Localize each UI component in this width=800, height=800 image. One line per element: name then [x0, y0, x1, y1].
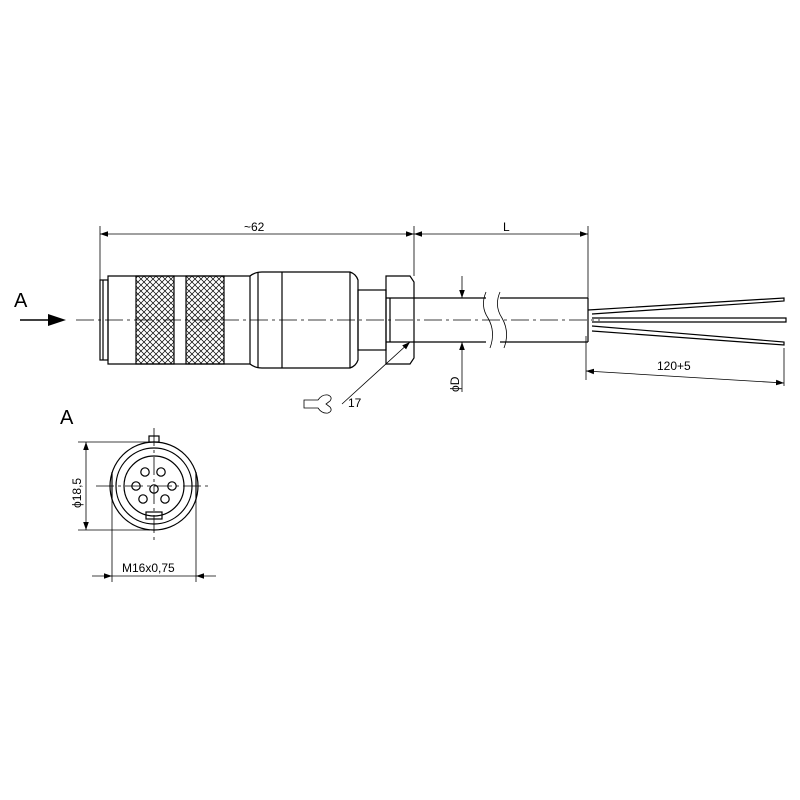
- wire-strip-label: 120+5: [657, 359, 691, 373]
- dimension-wire-strip: 120+5: [585, 336, 785, 386]
- view-arrow: A: [14, 290, 66, 326]
- dimension-thread: M16x0,75: [92, 500, 216, 582]
- wires: [587, 297, 787, 346]
- wrench-callout: 17: [303, 341, 411, 414]
- cable-diameter-label: ϕD: [448, 376, 462, 392]
- cable-length-label: L: [503, 220, 510, 234]
- wrench-icon: [303, 394, 332, 414]
- front-view-label: A: [60, 407, 74, 429]
- dimension-face-diameter: ϕ18,5: [70, 441, 150, 531]
- dimension-overall-length: ~62: [99, 220, 415, 280]
- view-arrow-label: A: [14, 290, 28, 312]
- cable: [414, 291, 589, 349]
- front-view: A: [60, 407, 212, 540]
- overall-length-label: ~62: [244, 220, 265, 234]
- face-diameter-label: ϕ18,5: [70, 478, 84, 508]
- dimension-cable-length: L: [414, 220, 589, 298]
- wrench-size-label: 17: [348, 396, 362, 410]
- dimension-cable-diameter: ϕD: [448, 276, 465, 392]
- thread-label: M16x0,75: [122, 561, 175, 575]
